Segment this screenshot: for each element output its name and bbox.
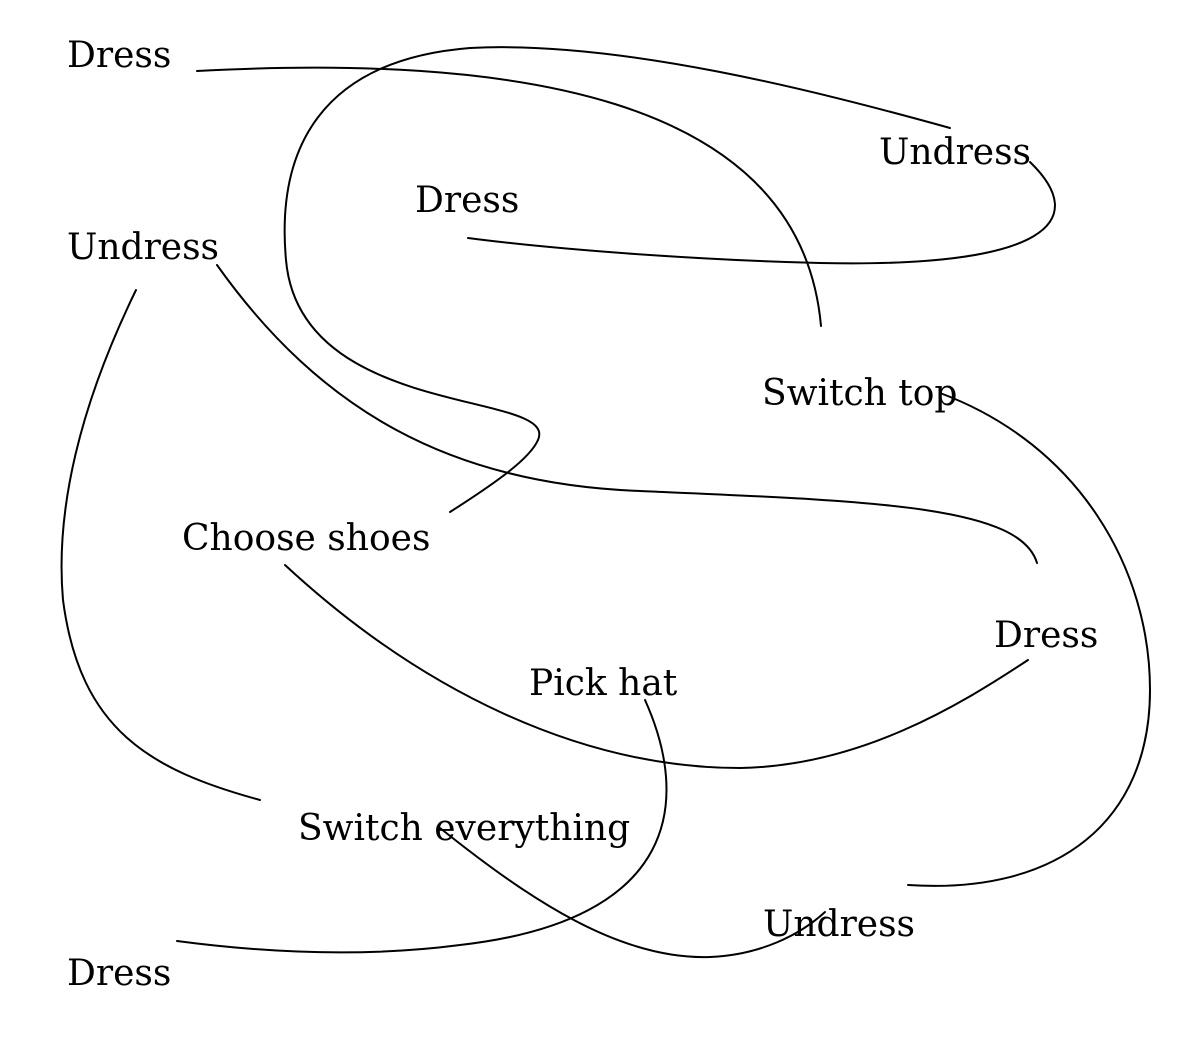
node-undress-bottom-right[interactable]: Undress [763,904,915,945]
edge-choose-shoes-to-dress-right [284,564,1029,770]
edge-undress-left-to-dress-right [216,264,1038,564]
node-undress-left[interactable]: Undress [67,227,219,268]
edges [60,46,1152,959]
edge-switch-top-to-undress-bottom [907,392,1152,887]
node-choose-shoes[interactable]: Choose shoes [182,518,430,559]
nodes: Dress Undress Dress Undress Switch top C… [67,35,1098,994]
node-dress-right[interactable]: Dress [994,615,1098,656]
node-pick-hat[interactable]: Pick hat [529,663,678,704]
edge-switch-everything-to-undress-bottom [439,827,826,959]
node-undress-top-right[interactable]: Undress [879,132,1031,173]
edge-pick-hat-to-dress-bottom [176,699,668,954]
edge-undress-to-dress-middle [467,161,1056,265]
edge-undress-to-choose-shoes [283,46,951,513]
node-dress-bottom-left[interactable]: Dress [67,953,171,994]
node-dress-upper-middle[interactable]: Dress [415,180,519,221]
edge-undress-left-to-switch-everything [60,289,261,801]
node-switch-top[interactable]: Switch top [762,373,957,414]
node-switch-everything[interactable]: Switch everything [298,808,630,849]
node-dress-top-left[interactable]: Dress [67,35,171,76]
edge-dress-to-switch-top [196,66,822,327]
